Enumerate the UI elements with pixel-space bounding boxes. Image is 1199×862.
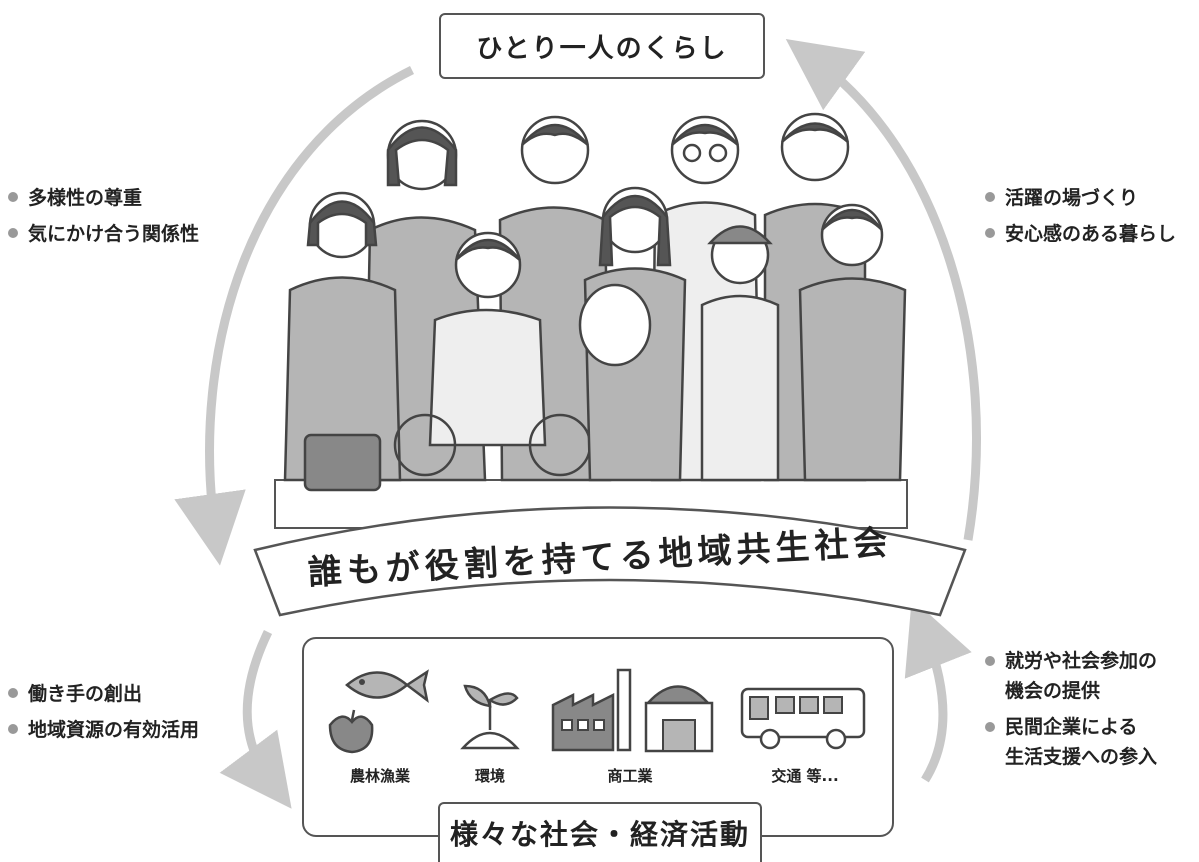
industry-label-agriculture: 農林漁業 [349,767,410,785]
bullet-item: 活躍の場づくり [985,180,1176,216]
bullet-item: 民間企業による 生活支援への参入 [985,712,1157,772]
right-bottom-bullets: 就労や社会参加の 機会の提供 民間企業による 生活支援への参入 [985,646,1157,772]
bullet-dot-icon [985,722,995,732]
bullet-dot-icon [985,656,995,666]
factory-and-shop-icon [551,668,714,753]
industry-label-transport: 交通 等... [771,767,839,785]
bus-icon [740,687,866,750]
person-schoolgirl [283,191,402,492]
bullet-dot-icon [8,228,18,238]
sprout-icon [460,684,520,750]
daily-life-box: ひとり一人のくらし [439,13,765,79]
bottom-left-arc-arrow [219,630,292,809]
bullet-item: 多様性の尊重 [8,180,199,216]
community-people-illustration [274,112,908,529]
bullet-item: 気にかけ合う関係性 [8,216,199,252]
person-mother-with-baby [578,186,687,482]
fish-and-apple-icon [328,669,429,754]
bullet-dot-icon [985,192,995,202]
bullet-dot-icon [8,688,18,698]
industry-label-commerce: 商工業 [607,767,653,785]
left-bottom-bullets: 働き手の創出 地域資源の有効活用 [8,676,199,748]
right-top-bullets: 活躍の場づくり 安心感のある暮らし [985,180,1176,252]
socioeconomic-activities-label: 様々な社会・経済活動 [449,818,750,851]
bullet-item: 働き手の創出 [8,676,199,712]
daily-life-label: ひとり一人のくらし [476,33,728,64]
bullet-dot-icon [985,228,995,238]
bottom-right-arc-arrow [904,598,972,783]
top-left-arc-arrow [174,65,414,566]
bullet-dot-icon [8,724,18,734]
bullet-dot-icon [8,192,18,202]
bullet-item: 就労や社会参加の 機会の提供 [985,646,1157,706]
industry-label-environment: 環境 [474,767,505,785]
community-banner [253,506,967,617]
top-right-arc-arrow [785,38,981,541]
left-top-bullets: 多様性の尊重 気にかけ合う関係性 [8,180,199,252]
bullet-item: 地域資源の有効活用 [8,712,199,748]
bullet-item: 安心感のある暮らし [985,216,1176,252]
person-elderly-woman [798,203,907,482]
socioeconomic-activities-box: 様々な社会・経済活動 [438,802,762,862]
person-boy-cap [700,225,780,482]
